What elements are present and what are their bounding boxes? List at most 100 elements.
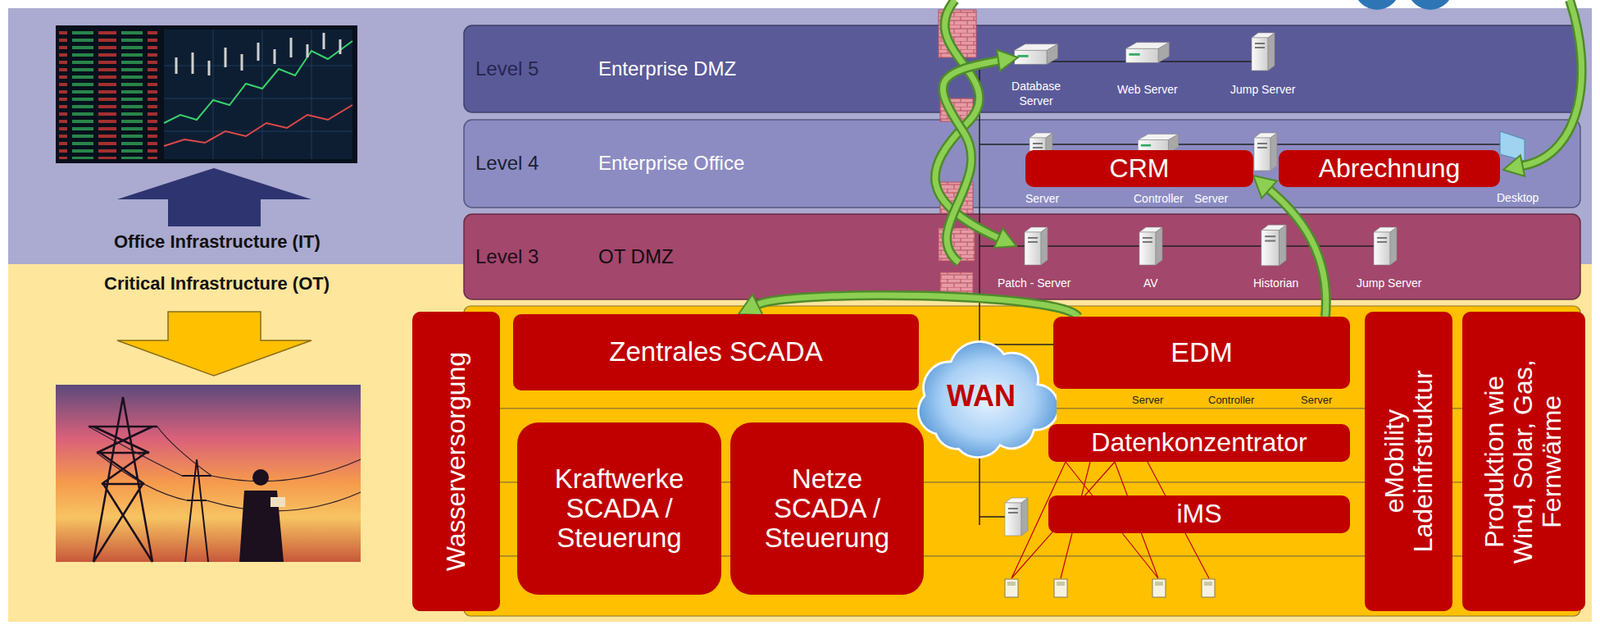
- photo-sky: [55, 384, 361, 562]
- process-box: Datenkonzentrator: [1048, 423, 1350, 462]
- process-box: Abrechnung: [1278, 150, 1500, 187]
- chart-panel: [163, 29, 353, 160]
- process-box: Zentrales SCADA: [513, 313, 919, 391]
- label-text: Patch - Server: [997, 276, 1071, 290]
- arrow-body: [1269, 189, 1327, 317]
- arrow-body: [935, 0, 999, 238]
- process-box: EDM: [1053, 316, 1350, 389]
- label-text: Server: [1025, 191, 1060, 205]
- chart-grid: [163, 29, 353, 160]
- node-text: Abrechnung: [1318, 154, 1461, 183]
- node-text: EDM: [1170, 336, 1233, 368]
- up-arrow: [117, 168, 312, 227]
- process-box: iMS: [1048, 495, 1350, 533]
- label-box: Server: [1025, 190, 1060, 206]
- label-text: Jump Server: [1356, 276, 1422, 290]
- label-box: Critical Infrastructure (OT): [104, 272, 330, 294]
- label-box: Controller: [1208, 391, 1255, 407]
- label-text: Server: [1131, 393, 1164, 406]
- level-number: Level 5: [475, 58, 599, 80]
- node-text: eMobility Ladeinfrstruktur: [1379, 338, 1437, 585]
- pylon: [88, 396, 158, 562]
- label-text: Server: [1194, 191, 1228, 205]
- label-box: Web Server: [1117, 81, 1178, 97]
- node-text: Zentrales SCADA: [609, 336, 823, 367]
- chart-line: [163, 104, 353, 146]
- label-text: Jump Server: [1230, 82, 1296, 96]
- node-text: Datenkonzentrator: [1090, 427, 1307, 457]
- arrow-head: [1503, 154, 1525, 176]
- flow-arrow: [1253, 175, 1327, 317]
- jump-server-icon: [1251, 32, 1275, 71]
- level-band: [463, 213, 1581, 300]
- flow-arrow: [738, 294, 1078, 317]
- meter-icon: [1054, 578, 1068, 597]
- label-text: Office Infrastructure (IT): [113, 231, 321, 252]
- patch-server-icon: [1024, 227, 1048, 265]
- label-box: Office Infrastructure (IT): [113, 231, 321, 252]
- label-box: AV: [1143, 275, 1159, 291]
- label-text: Critical Infrastructure (OT): [104, 272, 330, 294]
- level-title: Enterprise DMZ: [598, 58, 737, 80]
- worker-head: [252, 468, 269, 486]
- pylon: [181, 459, 212, 562]
- server-icon: [1254, 132, 1278, 171]
- arrow-body: [1522, 0, 1582, 166]
- label-box: Desktop: [1496, 190, 1539, 205]
- label-text: Desktop: [1496, 190, 1539, 205]
- arrow-head: [996, 50, 1019, 72]
- flow-arrow: [942, 50, 1019, 263]
- arrow-body: [1269, 189, 1327, 317]
- node-text: Produktion wie Wind, Solar, Gas, Fernwär…: [1480, 346, 1568, 577]
- vertical-box: Wasserversorgung: [412, 311, 500, 611]
- label-text: AV: [1143, 276, 1159, 290]
- worker-tablet: [270, 496, 286, 507]
- external-circle: [1407, 0, 1454, 10]
- ot-ground: [8, 263, 1592, 622]
- label-box: Jump Server: [1230, 81, 1296, 97]
- label-box: Jump Server: [1356, 275, 1422, 291]
- level-title: OT DMZ: [598, 245, 674, 268]
- vertical-box: Produktion wie Wind, Solar, Gas, Fernwär…: [1462, 311, 1586, 611]
- wires: [88, 426, 361, 511]
- flow-arrow: [935, 0, 1017, 248]
- node-text: CRM: [1109, 154, 1170, 183]
- cloud-outline: [918, 340, 1057, 457]
- server-icon: [1004, 497, 1028, 536]
- level-band: [463, 119, 1581, 208]
- level-band: [463, 25, 1581, 113]
- vertical-box: eMobility Ladeinfrstruktur: [1364, 311, 1453, 611]
- node-text: iMS: [1176, 499, 1222, 528]
- jump-server-icon: [1373, 227, 1397, 265]
- flow-arrow: [1503, 0, 1582, 177]
- node-text: Wasserversorgung: [441, 330, 471, 593]
- label-text: Historian: [1253, 276, 1299, 290]
- label-text: Web Server: [1117, 82, 1178, 96]
- label-box: Server: [1300, 391, 1332, 407]
- label-text: Controller: [1133, 191, 1184, 205]
- arrow-body: [942, 60, 999, 263]
- node-text: Netze SCADA / Steuerung: [753, 463, 901, 554]
- arrow-head: [738, 294, 764, 315]
- meter-icon: [1201, 578, 1215, 597]
- label-text: Database Server: [1011, 79, 1061, 108]
- process-box: Netze SCADA / Steuerung: [730, 422, 924, 595]
- level-band: Level 4Enterprise OfficeCRMAbrechnung: [463, 119, 1581, 208]
- level-number: Level 3: [475, 245, 599, 268]
- process-box: Kraftwerke SCADA / Steuerung: [517, 422, 722, 595]
- av-server-icon: [1139, 227, 1163, 265]
- label-box: Server: [1131, 391, 1164, 407]
- label-text: Controller: [1208, 393, 1255, 406]
- meter-icon: [1004, 578, 1019, 597]
- chart-candles: [176, 32, 341, 76]
- arrow-body: [942, 60, 999, 263]
- down-arrow: [117, 311, 312, 376]
- level-title: Enterprise Office: [598, 152, 745, 174]
- node-text: Kraftwerke SCADA / Steuerung: [533, 463, 706, 554]
- arrow-body: [935, 0, 999, 238]
- network-cloud: WAN: [905, 319, 1057, 472]
- node-text: WAN: [946, 379, 1016, 413]
- label-box: Database Server: [1007, 78, 1065, 109]
